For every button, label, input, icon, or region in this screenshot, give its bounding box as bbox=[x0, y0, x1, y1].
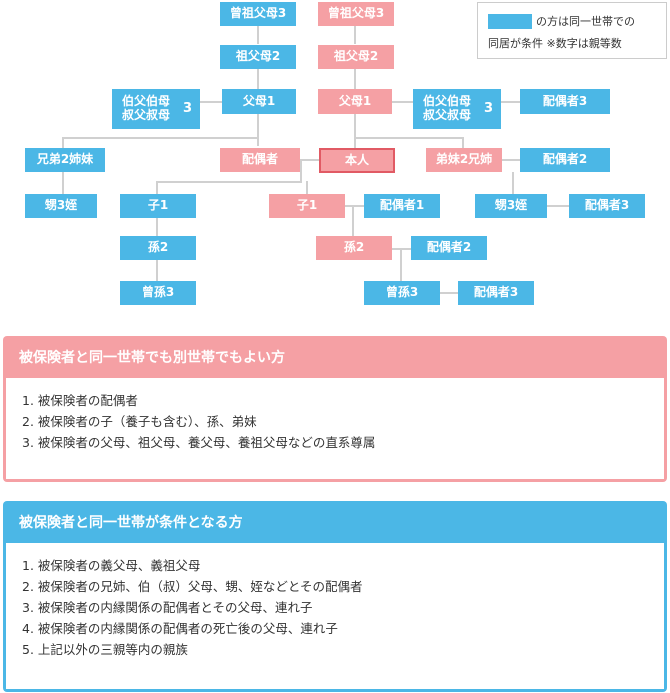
node-uncles-aunts-label: 伯父伯母 叔父叔母 bbox=[122, 94, 171, 122]
panel-same-household-required: 被保険者と同一世帯が条件となる方 1. 被保険者の義父母、義祖父母 2. 被保険… bbox=[3, 501, 667, 692]
legend-text-line1: の方は同一世帯での bbox=[536, 15, 635, 28]
list-item: 3. 被保険者の父母、祖父母、養父母、養祖父母などの直系尊属 bbox=[22, 435, 376, 450]
connector-line bbox=[390, 101, 414, 103]
connector-line bbox=[440, 292, 458, 294]
connector-line bbox=[500, 101, 520, 103]
node-great-grandparents: 曾祖父母3 bbox=[318, 2, 394, 26]
connector-line bbox=[62, 137, 259, 139]
node-uncles-aunts: 伯父伯母 叔父叔母 3 bbox=[413, 89, 501, 129]
node-uncles-aunts: 伯父伯母 叔父叔母 3 bbox=[112, 89, 200, 129]
connector-line bbox=[354, 137, 464, 139]
node-spouse: 配偶者3 bbox=[458, 281, 534, 305]
connector-line bbox=[156, 259, 158, 281]
node-spouse: 配偶者3 bbox=[569, 194, 645, 218]
node-younger-siblings: 弟妹2兄姉 bbox=[426, 148, 502, 172]
node-spouse: 配偶者2 bbox=[411, 236, 487, 260]
node-great-grandparents: 曾祖父母3 bbox=[220, 2, 296, 26]
list-item: 1. 被保険者の義父母、義祖父母 bbox=[22, 558, 201, 573]
list-item: 3. 被保険者の内縁関係の配偶者とその父母、連れ子 bbox=[22, 600, 313, 615]
node-siblings: 兄弟2姉妹 bbox=[25, 148, 105, 172]
node-grandchildren: 孫2 bbox=[120, 236, 196, 260]
node-grandchildren: 孫2 bbox=[316, 236, 392, 260]
connector-line bbox=[392, 248, 412, 250]
node-uncles-aunts-label: 伯父伯母 叔父叔母 bbox=[423, 94, 472, 122]
family-tree-diagram: 曾祖父母3 曾祖父母3 祖父母2 祖父母2 伯父伯母 叔父叔母 3 父母1 父母… bbox=[0, 0, 670, 320]
connector-line bbox=[62, 172, 64, 194]
connector-line bbox=[354, 114, 356, 150]
connector-line bbox=[257, 26, 259, 44]
panel-separate-household-ok: 被保険者と同一世帯でも別世帯でもよい方 1. 被保険者の配偶者 2. 被保険者の… bbox=[3, 336, 667, 482]
node-spouse: 配偶者2 bbox=[520, 148, 610, 172]
panel-body: 1. 被保険者の配偶者 2. 被保険者の子（養子も含む）、孫、弟妹 3. 被保険… bbox=[6, 378, 664, 479]
connector-line bbox=[257, 69, 259, 89]
list-item: 2. 被保険者の子（養子も含む）、孫、弟妹 bbox=[22, 414, 257, 429]
connector-line bbox=[512, 172, 514, 194]
connector-line bbox=[156, 217, 158, 236]
node-children: 子1 bbox=[269, 194, 345, 218]
node-grandparents: 祖父母2 bbox=[220, 45, 296, 69]
legend-swatch bbox=[488, 14, 532, 29]
connector-line bbox=[400, 248, 402, 281]
degree-number: 3 bbox=[182, 100, 192, 116]
node-children: 子1 bbox=[120, 194, 196, 218]
panel-title: 被保険者と同一世帯でも別世帯でもよい方 bbox=[19, 350, 285, 366]
connector-line bbox=[500, 159, 520, 161]
connector-line bbox=[156, 181, 158, 194]
connector-line bbox=[462, 137, 464, 148]
connector-line bbox=[62, 137, 64, 148]
node-nephews-nieces: 甥3姪 bbox=[475, 194, 547, 218]
panel-body: 1. 被保険者の義父母、義祖父母 2. 被保険者の兄姉、伯（叔）父母、甥、姪など… bbox=[6, 543, 664, 689]
connector-line bbox=[300, 159, 320, 161]
connector-line bbox=[156, 181, 302, 183]
node-spouse: 配偶者1 bbox=[364, 194, 440, 218]
panel-title: 被保険者と同一世帯が条件となる方 bbox=[19, 515, 243, 531]
list-item: 4. 被保険者の内縁関係の配偶者の死亡後の父母、連れ子 bbox=[22, 621, 338, 636]
degree-number: 3 bbox=[483, 100, 493, 116]
node-nephews-nieces: 甥3姪 bbox=[25, 194, 97, 218]
connector-line bbox=[306, 181, 308, 194]
node-great-grandchildren: 曾孫3 bbox=[120, 281, 196, 305]
node-self: 本人 bbox=[319, 148, 395, 173]
connector-line bbox=[354, 26, 356, 44]
connector-line bbox=[545, 205, 570, 207]
legend: の方は同一世帯での 同居が条件 ※数字は親等数 bbox=[477, 2, 667, 59]
list-item: 5. 上記以外の三親等内の親族 bbox=[22, 642, 188, 657]
connector-line bbox=[257, 114, 259, 146]
node-spouse-of-self: 配偶者 bbox=[220, 148, 300, 172]
list-item: 1. 被保険者の配偶者 bbox=[22, 393, 138, 408]
node-parents: 父母1 bbox=[222, 89, 296, 114]
node-parents: 父母1 bbox=[318, 89, 392, 114]
connector-line bbox=[354, 69, 356, 89]
node-great-grandchildren: 曾孫3 bbox=[364, 281, 440, 305]
node-spouse: 配偶者3 bbox=[520, 89, 610, 114]
connector-line bbox=[352, 205, 354, 236]
list-item: 2. 被保険者の兄姉、伯（叔）父母、甥、姪などとその配偶者 bbox=[22, 579, 363, 594]
node-grandparents: 祖父母2 bbox=[318, 45, 394, 69]
connector-line bbox=[300, 160, 302, 182]
connector-line bbox=[200, 101, 222, 103]
legend-text-line2: 同居が条件 ※数字は親等数 bbox=[488, 37, 622, 50]
